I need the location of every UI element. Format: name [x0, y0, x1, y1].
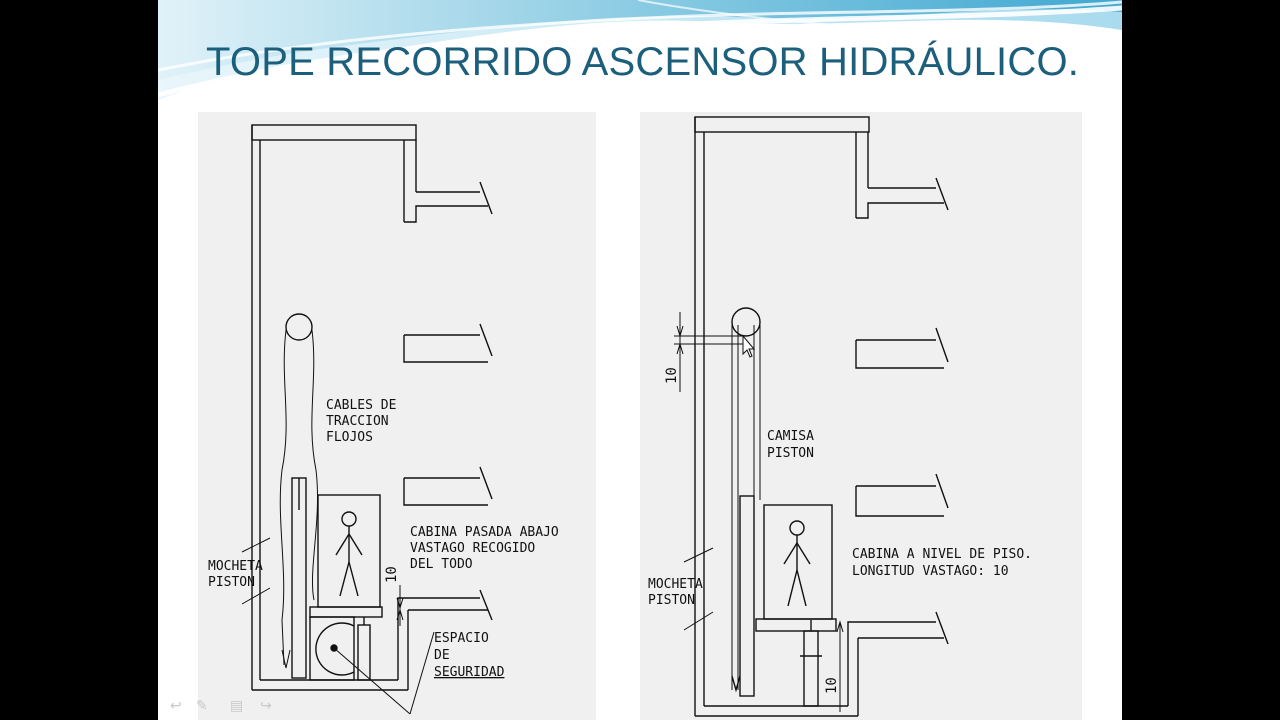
- left-slack-cables: [279, 329, 319, 669]
- right-dimensions: [674, 312, 844, 712]
- right-sheave: [731, 307, 761, 337]
- right-floor-slabs: [847, 177, 949, 645]
- right-diagram-panel: [640, 112, 1082, 720]
- back-arrow-icon[interactable]: ↩: [170, 697, 182, 713]
- camisa-label-2: PISTON: [767, 446, 814, 461]
- right-piston: [731, 495, 755, 697]
- menu-icon[interactable]: ▤: [230, 697, 244, 713]
- right-cables: [731, 325, 761, 690]
- cables-label-2: TRACCION: [326, 414, 389, 429]
- left-sheave: [285, 313, 313, 341]
- mocheta-label-1: MOCHETA: [208, 559, 263, 574]
- left-piston: [291, 477, 307, 679]
- right-dimension-bottom-label: 10: [824, 677, 840, 694]
- left-shaft: [251, 124, 417, 691]
- right-cabin: [755, 504, 837, 632]
- slide: TOPE RECORRIDO ASCENSOR HIDRÁULICO.: [158, 0, 1122, 720]
- right-text: 10 CAMISA PISTON MOCHETA PISTON CABINA A…: [648, 367, 1032, 694]
- espacio-label-3: SEGURIDAD: [434, 665, 505, 680]
- left-dimension: [396, 585, 404, 626]
- camisa-label-1: CAMISA: [767, 429, 814, 444]
- right-leaders: [683, 547, 714, 631]
- wave-header-decoration: [158, 0, 1122, 110]
- forward-arrow-icon[interactable]: ↪: [260, 697, 272, 713]
- cabina-label-1: CABINA PASADA ABAJO: [410, 525, 559, 540]
- right-cabina-label-1: CABINA A NIVEL DE PISO.: [852, 547, 1032, 562]
- cabina-label-2: VASTAGO RECOGIDO: [410, 541, 535, 556]
- slide-title: TOPE RECORRIDO ASCENSOR HIDRÁULICO.: [206, 40, 1080, 84]
- cables-label-1: CABLES DE: [326, 398, 396, 413]
- cables-label-3: FLOJOS: [326, 430, 373, 445]
- right-mocheta-label-1: MOCHETA: [648, 577, 703, 592]
- cabina-label-3: DEL TODO: [410, 557, 473, 572]
- right-buffer: [800, 620, 822, 707]
- left-leaders: [241, 537, 435, 715]
- elevator-diagram: CABLES DE TRACCION FLOJOS MOCHETA PISTON…: [208, 116, 1032, 717]
- right-cabina-label-2: LONGITUD VASTAGO: 10: [852, 564, 1009, 579]
- mocheta-label-2: PISTON: [208, 575, 255, 590]
- espacio-label-2: DE: [434, 648, 450, 663]
- pen-icon[interactable]: ✎: [196, 697, 208, 713]
- left-floor-slabs: [397, 181, 493, 621]
- espacio-label-1: ESPACIO: [434, 631, 489, 646]
- right-shaft: [694, 116, 870, 717]
- right-mocheta-label-2: PISTON: [648, 593, 695, 608]
- mouse-cursor: [742, 334, 756, 358]
- left-buffer: [309, 616, 371, 681]
- left-cabin: [309, 494, 383, 618]
- right-dimension-top-label: 10: [664, 367, 680, 384]
- left-text: CABLES DE TRACCION FLOJOS MOCHETA PISTON…: [208, 398, 559, 680]
- left-dimension-label: 10: [384, 566, 400, 583]
